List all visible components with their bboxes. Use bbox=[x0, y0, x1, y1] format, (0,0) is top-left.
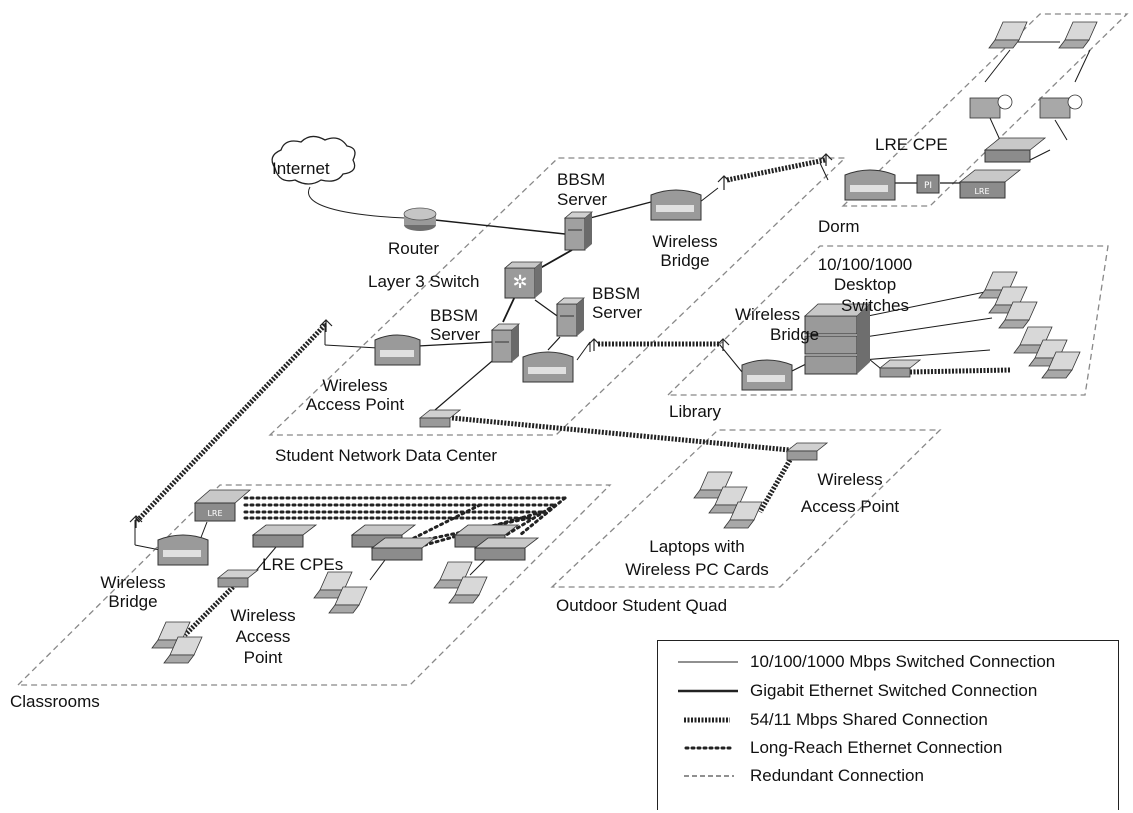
area-outlines bbox=[16, 13, 1129, 686]
laptop-icon bbox=[708, 486, 748, 514]
wireless-bridge-classrooms-label-1: Wireless bbox=[100, 573, 166, 592]
desktop-switches-label-2: Desktop bbox=[833, 275, 897, 294]
wap-quad-icon bbox=[785, 442, 829, 461]
svg-text:PI: PI bbox=[924, 181, 932, 191]
desktop-switches-icon bbox=[803, 303, 872, 375]
library-area-label: Library bbox=[669, 402, 721, 421]
laptops-quad-label-2: Wireless PC Cards bbox=[625, 560, 769, 579]
bbsm-server-left-label-1: BBSM bbox=[430, 306, 479, 325]
bbsm-server-top-label-1: BBSM bbox=[557, 170, 606, 189]
legend-row-thin: 10/100/1000 Mbps Switched Connection bbox=[658, 650, 1118, 676]
ip-phone-icons bbox=[969, 94, 1083, 119]
internet-to-router-link bbox=[308, 186, 406, 219]
layer3-switch-icon: ✲ bbox=[503, 261, 544, 299]
wap-datacenter-icon bbox=[418, 409, 462, 428]
shared-wireless-links bbox=[135, 157, 1011, 637]
wap-datacenter-label-2: Access Point bbox=[305, 395, 405, 414]
internet-label: Internet bbox=[272, 159, 330, 178]
router-label: Router bbox=[388, 239, 440, 258]
datacenter-area bbox=[268, 157, 847, 436]
quad-area bbox=[550, 429, 942, 588]
wap-datacenter-label-1: Wireless bbox=[322, 376, 388, 395]
bbsm-server-top-label-2: Server bbox=[557, 190, 608, 209]
wap-datacenter-bridge-icon bbox=[374, 334, 421, 366]
wap-classrooms-label-3: Point bbox=[243, 648, 283, 667]
legend-label-dashed: Redundant Connection bbox=[750, 766, 924, 785]
laptop-icon bbox=[328, 586, 368, 614]
classrooms-area-label: Classrooms bbox=[10, 692, 100, 711]
bbsm-server-right-icon bbox=[555, 297, 586, 337]
laptop-icon bbox=[163, 636, 203, 664]
legend-label-thick: Gigabit Ethernet Switched Connection bbox=[750, 681, 1038, 700]
router-icon bbox=[403, 207, 437, 231]
bbsm-server-right-label-1: BBSM bbox=[592, 284, 641, 303]
datacenter-area-label: Student Network Data Center bbox=[275, 446, 498, 465]
wireless-bridge-datacenter-icon bbox=[522, 351, 574, 383]
legend-label-lre: Long-Reach Ethernet Connection bbox=[750, 738, 1003, 757]
legend-thick-line-icon bbox=[678, 689, 738, 693]
classrooms-area bbox=[16, 484, 612, 686]
legend-row-dashed: Redundant Connection bbox=[658, 764, 1118, 790]
lre-cpe-dorm-label: LRE CPE bbox=[875, 135, 948, 154]
wap-classrooms-label-2: Access bbox=[235, 627, 291, 646]
wap-quad-label-1: Wireless bbox=[817, 470, 883, 489]
wireless-bridge-classrooms-icon bbox=[157, 534, 209, 566]
legend-row-shared: 54/11 Mbps Shared Connection bbox=[658, 708, 1118, 734]
wap-library-hub-icon bbox=[878, 359, 922, 378]
antenna-icons bbox=[129, 153, 833, 528]
dorm-area bbox=[841, 13, 1129, 207]
wireless-bridge-classrooms-label-2: Bridge bbox=[108, 592, 158, 611]
laptop-icon bbox=[988, 21, 1028, 49]
bbsm-server-right-label-2: Server bbox=[592, 303, 643, 322]
wireless-bridge-center-icon bbox=[650, 189, 702, 221]
desktop-switches-label-3: Switches bbox=[840, 296, 910, 315]
pi-box-dorm-icon: PI bbox=[916, 174, 940, 194]
lre-cpe-icons bbox=[251, 524, 540, 561]
laptop-icon bbox=[723, 501, 763, 529]
legend-dashed-line-icon bbox=[684, 775, 734, 777]
bbsm-server-left-icon bbox=[490, 323, 521, 363]
laptop-icon bbox=[448, 576, 488, 604]
wap-classrooms-icon bbox=[216, 569, 260, 588]
laptop-icons bbox=[151, 21, 1098, 664]
wap-quad-label-2: Access Point bbox=[800, 497, 900, 516]
legend-label-shared: 54/11 Mbps Shared Connection bbox=[750, 710, 988, 729]
quad-area-label: Outdoor Student Quad bbox=[556, 596, 728, 615]
bbsm-server-left-label-2: Server bbox=[430, 325, 481, 344]
legend-lre-line-icon bbox=[684, 746, 736, 750]
legend-row-lre: Long-Reach Ethernet Connection bbox=[658, 736, 1118, 762]
wireless-bridge-library-icon bbox=[741, 359, 793, 391]
legend-row-thick: Gigabit Ethernet Switched Connection bbox=[658, 679, 1118, 705]
lre-switch-classrooms-icon: LRE bbox=[193, 489, 252, 522]
legend-shared-line-icon bbox=[684, 717, 730, 723]
lre-switch-dorm-icon: LRE bbox=[958, 169, 1022, 199]
wireless-bridge-center-label-2: Bridge bbox=[660, 251, 710, 270]
layer3-switch-label: Layer 3 Switch bbox=[368, 272, 480, 291]
laptop-icon bbox=[1058, 21, 1098, 49]
bbsm-server-top-icon bbox=[563, 211, 594, 251]
dorm-area-label: Dorm bbox=[818, 217, 860, 236]
lre-cpe-dorm-icon bbox=[983, 137, 1047, 163]
laptops-quad-label-1: Laptops with bbox=[649, 537, 745, 556]
lre-cpes-classrooms-label: LRE CPEs bbox=[262, 555, 344, 574]
wireless-bridge-library-label-2: Bridge bbox=[770, 325, 820, 344]
legend-label-thin: 10/100/1000 Mbps Switched Connection bbox=[750, 652, 1056, 671]
legend-thin-line-icon bbox=[678, 661, 738, 663]
wireless-bridge-center-label-1: Wireless bbox=[652, 232, 718, 251]
wireless-bridge-library-label-1: Wireless bbox=[735, 305, 801, 324]
laptop-icon bbox=[1041, 351, 1081, 379]
library-area bbox=[666, 245, 1109, 396]
svg-text:LRE: LRE bbox=[207, 509, 222, 518]
wap-classrooms-label-1: Wireless bbox=[230, 606, 296, 625]
internet-cloud bbox=[271, 135, 356, 185]
desktop-switches-label-1: 10/100/1000 bbox=[817, 255, 913, 274]
laptop-icon bbox=[998, 301, 1038, 329]
legend: 10/100/1000 Mbps Switched Connection Gig… bbox=[657, 640, 1119, 810]
svg-text:✲: ✲ bbox=[512, 272, 527, 293]
svg-text:LRE: LRE bbox=[974, 187, 989, 196]
wireless-bridge-dorm-icon bbox=[844, 169, 896, 201]
